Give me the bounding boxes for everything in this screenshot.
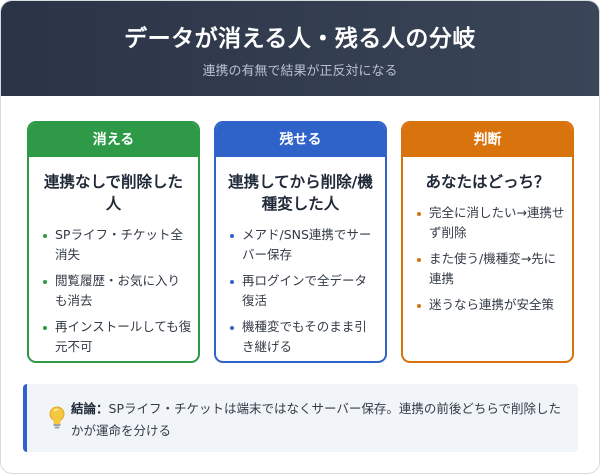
list-item: 再インストールしても復元不可 — [43, 317, 192, 357]
bullet-dot-icon — [417, 212, 421, 216]
conclusion-text-block: 結論：SPライフ・チケットは端末ではなくサーバー保存。連携の前後どちらで削除した… — [71, 398, 564, 442]
conclusion-label: 結論： — [71, 401, 109, 416]
card-list-remain: メアド/SNS連携でサーバー保存 再ログインで全データ復活 機種変でもそのまま引… — [216, 225, 385, 357]
list-item-text: 閲覧履歴・お気に入りも消去 — [55, 273, 181, 308]
list-item: メアド/SNS連携でサーバー保存 — [230, 225, 379, 265]
list-item-text: また使う/機種変→先に連携 — [429, 251, 557, 286]
conclusion-text: SPライフ・チケットは端末ではなくサーバー保存。連携の前後どちらで削除したかが運… — [71, 401, 561, 438]
list-item: SPライフ・チケット全消失 — [43, 225, 192, 265]
card-remain: 残せる 連携してから削除/機種変した人 メアド/SNS連携でサーバー保存 再ログ… — [214, 121, 387, 363]
list-item-text: SPライフ・チケット全消失 — [55, 227, 183, 262]
list-item-text: メアド/SNS連携でサーバー保存 — [242, 227, 372, 262]
conclusion-box: 結論：SPライフ・チケットは端末ではなくサーバー保存。連携の前後どちらで削除した… — [23, 384, 578, 452]
card-list-vanish: SPライフ・チケット全消失 閲覧履歴・お気に入りも消去 再インストールしても復元… — [29, 225, 198, 357]
header-banner: データが消える人・残る人の分岐 連携の有無で結果が正反対になる — [1, 1, 599, 96]
list-item: 完全に消したい→連携せず削除 — [417, 203, 566, 243]
bullet-dot-icon — [230, 326, 234, 330]
bullet-dot-icon — [417, 258, 421, 262]
list-item-text: 再ログインで全データ復活 — [242, 273, 368, 308]
bullet-dot-icon — [230, 234, 234, 238]
list-item: また使う/機種変→先に連携 — [417, 249, 566, 289]
list-item-text: 完全に消したい→連携せず削除 — [429, 205, 565, 240]
card-judge: 判断 あなたはどっち？ 完全に消したい→連携せず削除 また使う/機種変→先に連携… — [401, 121, 574, 363]
bullet-dot-icon — [230, 280, 234, 284]
list-item: 閲覧履歴・お気に入りも消去 — [43, 271, 192, 311]
list-item-text: 機種変でもそのまま引き継げる — [242, 319, 367, 354]
card-heading-remain: 連携してから削除/機種変した人 — [228, 173, 373, 213]
list-item: 再ログインで全データ復活 — [230, 271, 379, 311]
card-heading-vanish: 連携なしで削除した人 — [43, 173, 184, 213]
card-label-judge: 判断 — [403, 123, 572, 157]
bullet-dot-icon — [43, 280, 47, 284]
bullet-dot-icon — [43, 326, 47, 330]
list-item-text: 再インストールしても復元不可 — [55, 319, 192, 354]
list-item: 機種変でもそのまま引き継げる — [230, 317, 379, 357]
card-heading-judge: あなたはどっち？ — [425, 173, 550, 191]
card-label-remain: 残せる — [216, 123, 385, 157]
lightbulb-icon — [49, 406, 65, 429]
bullet-dot-icon — [43, 234, 47, 238]
card-vanish: 消える 連携なしで削除した人 SPライフ・チケット全消失 閲覧履歴・お気に入りも… — [27, 121, 200, 363]
page-title: データが消える人・残る人の分岐 — [124, 26, 476, 52]
bullet-dot-icon — [417, 304, 421, 308]
card-label-vanish: 消える — [29, 123, 198, 157]
page-subtitle: 連携の有無で結果が正反対になる — [202, 64, 398, 79]
list-item-text: 迷うなら連携が安全策 — [429, 297, 555, 312]
card-list-judge: 完全に消したい→連携せず削除 また使う/機種変→先に連携 迷うなら連携が安全策 — [403, 203, 572, 315]
list-item: 迷うなら連携が安全策 — [417, 295, 566, 315]
